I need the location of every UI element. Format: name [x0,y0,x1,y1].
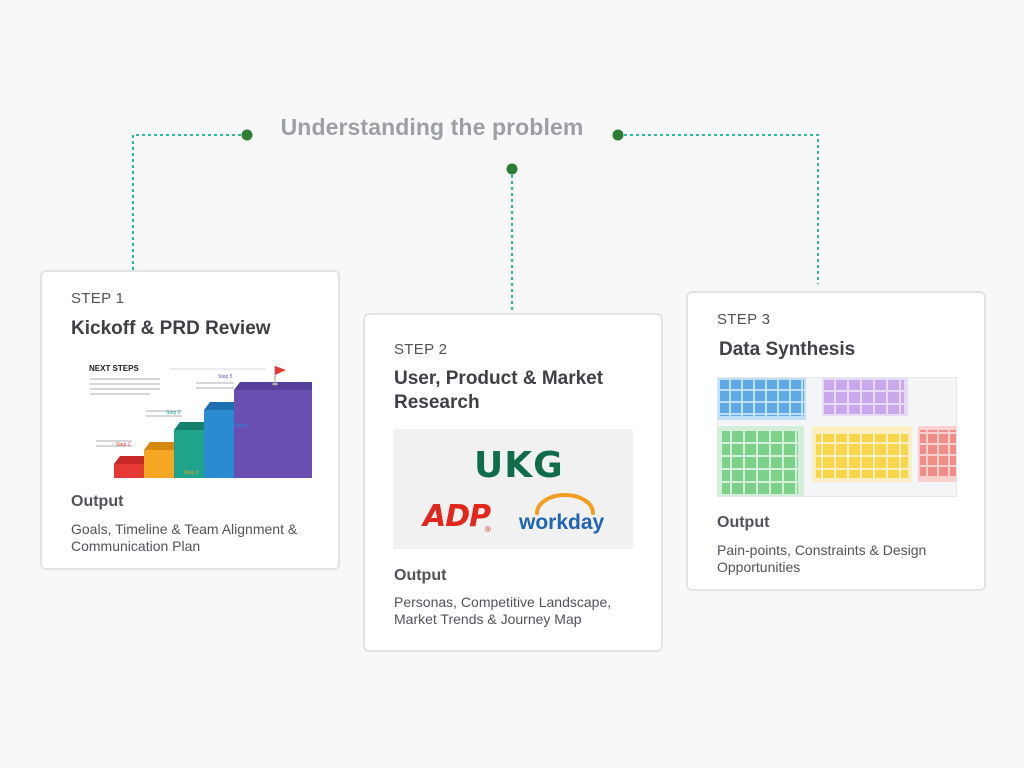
workday-arc-icon [535,493,595,515]
connector-dot-left [241,129,253,141]
adp-registered-mark: ® [485,525,491,534]
output-label: Output [71,493,124,510]
sticky-notes-graphic [718,378,956,496]
thumb-step-label-5: Step 5 [218,374,233,380]
output-label: Output [717,514,770,531]
next-steps-thumbnail: NEXT STEPS [86,360,312,478]
thumbnail-heading: NEXT STEPS [89,364,139,373]
output-text: Personas, Competitive Landscape, Market … [394,594,612,627]
thumb-step-label-2: Step 2 [184,470,199,476]
step-title: User, Product & Market Research [394,368,604,413]
staircase-graphic [90,366,312,478]
output-label: Output [394,567,447,584]
step-card-1: STEP 1 Kickoff & PRD Review NEXT STEPS [40,270,340,570]
step-card-2: STEP 2 User, Product & Market Research U… [363,313,663,652]
step-label: STEP 2 [394,341,448,358]
step-label: STEP 1 [71,290,125,307]
ukg-logo: UKG [474,445,564,486]
output-text: Goals, Timeline & Team Alignment & Commu… [71,521,298,554]
step-title: Kickoff & PRD Review [71,318,271,339]
workday-logo: workday [519,511,605,534]
competitor-logos-panel: UKG ADP ® workday [393,429,633,549]
thumb-step-label-4: Step 4 [234,423,249,429]
step-title: Data Synthesis [719,339,856,360]
affinity-board-thumbnail [717,377,957,497]
adp-logo: ADP [423,499,491,534]
step-card-3: STEP 3 Data Synthesis [686,291,986,591]
step-label: STEP 3 [717,311,771,328]
connector-step3 [618,134,819,284]
thumb-step-label-1: Step 1 [116,442,131,448]
connector-dot-right [612,129,624,141]
connector-dot-center [506,163,518,175]
output-text: Pain-points, Constraints & Design Opport… [717,542,927,575]
connector-step1 [132,134,247,270]
thumb-step-label-3: Step 3 [166,410,181,416]
diagram-title: Understanding the problem [280,114,584,140]
